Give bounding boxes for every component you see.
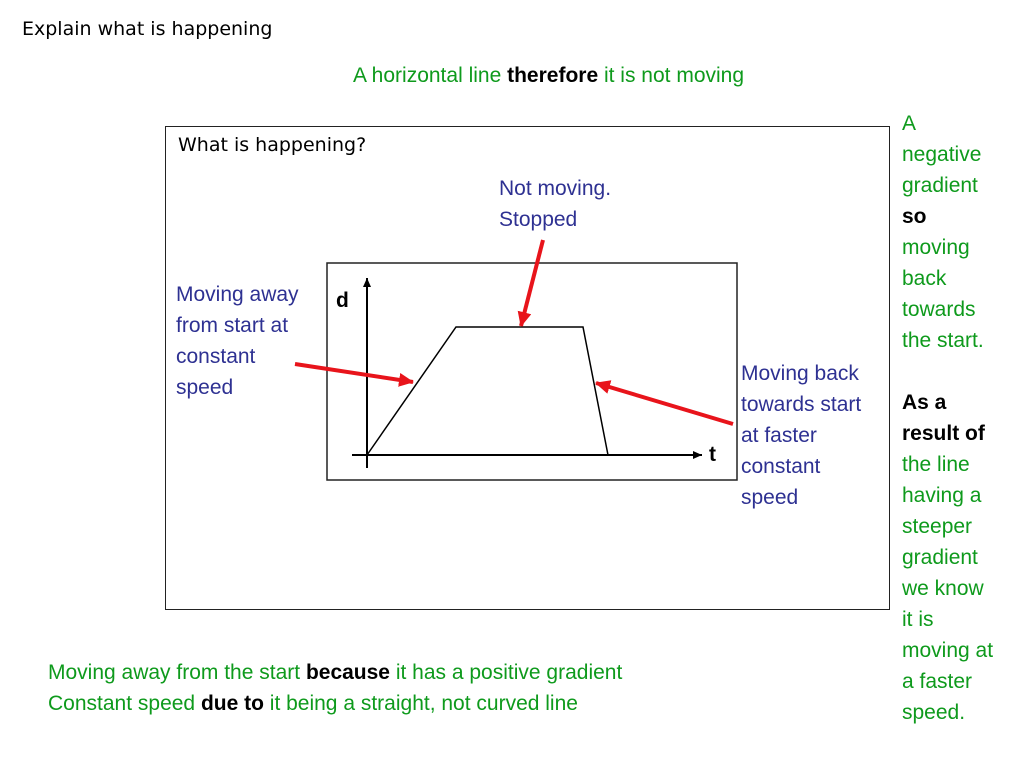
slide-title: Explain what is happening xyxy=(22,18,273,40)
arrow-to-flat-segment xyxy=(517,239,545,327)
graph-frame xyxy=(326,262,738,481)
note-bold: therefore xyxy=(507,64,599,87)
horizontal-line-note: A horizontal line therefore it is not mo… xyxy=(353,60,744,91)
label-moving-away: Moving away from start at constant speed xyxy=(176,283,299,399)
note-text: it is not moving xyxy=(598,64,745,87)
arrow-to-rising-segment xyxy=(294,362,414,387)
y-axis-label: d xyxy=(336,289,349,312)
note-text: Constant speed xyxy=(48,692,201,715)
note-text: Moving away from the start xyxy=(48,661,306,684)
note-text: the line having a steeper gradient we kn… xyxy=(902,453,994,724)
straight-line-note: Constant speed due to it being a straigh… xyxy=(48,688,578,719)
question-box xyxy=(165,126,890,610)
label-not-moving: Not moving. Stopped xyxy=(499,177,612,231)
box-question: What is happening? xyxy=(178,134,367,156)
arrow-to-falling-segment xyxy=(595,380,734,426)
journey-line xyxy=(366,326,609,456)
note-bold: As a result of xyxy=(902,391,985,445)
paragraph-gap xyxy=(902,356,1020,387)
note-bold: so xyxy=(902,205,927,228)
note-text: it being a straight, not curved line xyxy=(263,692,578,715)
negative-gradient-note: A negative gradient so moving back towards… xyxy=(902,108,1020,728)
note-text: A horizontal line xyxy=(353,64,508,87)
label-moving-back: Moving back towards start at faster cons… xyxy=(741,362,862,509)
note-text: moving back towards the start. xyxy=(902,236,984,352)
note-text: it has a positive gradient xyxy=(390,661,623,684)
note-bold: due to xyxy=(200,692,264,715)
x-axis-label: t xyxy=(709,443,716,466)
note-bold: because xyxy=(305,661,390,684)
positive-gradient-note: Moving away from the start because it ha… xyxy=(48,657,622,688)
note-text: A negative gradient xyxy=(902,112,982,197)
